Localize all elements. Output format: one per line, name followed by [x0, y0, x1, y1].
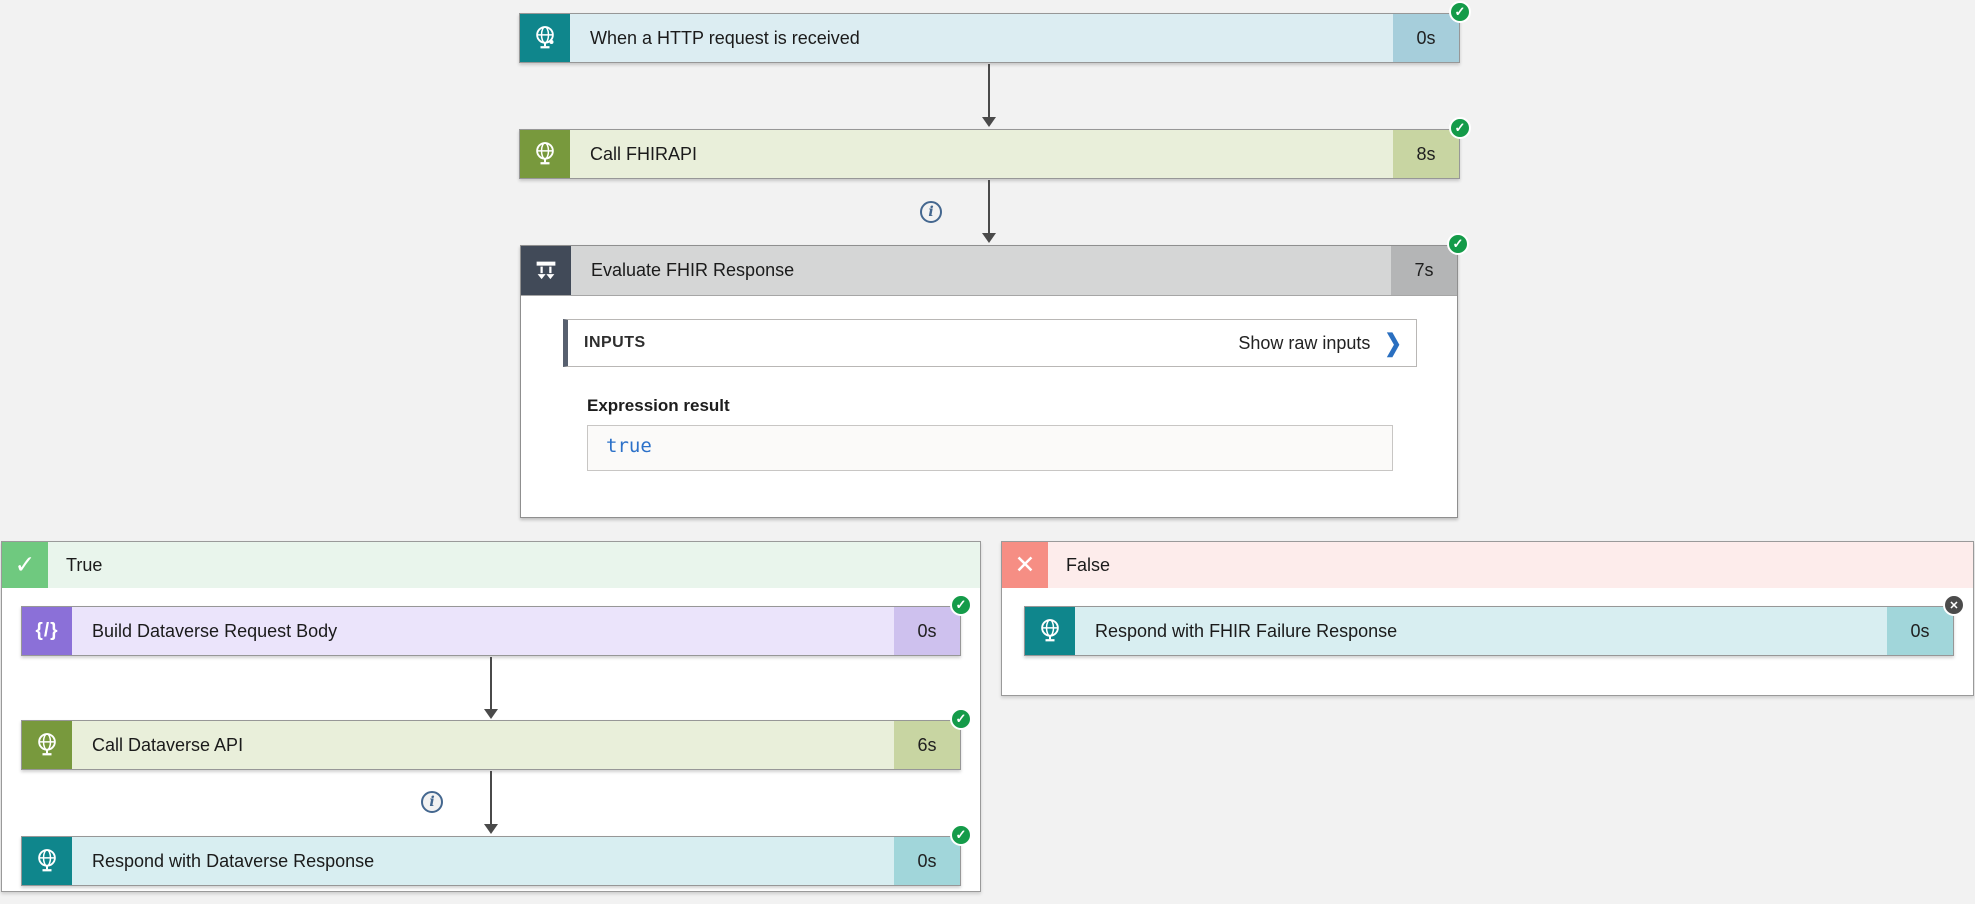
connector-arrow [484, 657, 498, 719]
trigger-success-icon: ✓ [1449, 1, 1471, 23]
chevron-right-icon: ❯ [1384, 329, 1402, 357]
condition-icon [521, 246, 571, 295]
expression-result-value: true [606, 435, 652, 457]
info-icon[interactable]: i [920, 201, 942, 223]
trigger-title: When a HTTP request is received [590, 27, 860, 48]
true-branch-label: True [66, 554, 103, 575]
connector-arrow [484, 771, 498, 834]
action-success-icon: ✓ [950, 708, 972, 730]
trigger-when-http-request-received[interactable]: When a HTTP request is received 0s ✓ [519, 1, 1471, 63]
http-request-trigger-icon [520, 14, 570, 62]
action-duration-badge: 0s [1887, 607, 1953, 655]
action-respond-with-fhir-failure-response[interactable]: Respond with FHIR Failure Response 0s ✕ [1024, 594, 1965, 656]
http-response-icon [22, 837, 72, 885]
action-build-dataverse-request-body[interactable]: {/} Build Dataverse Request Body 0s ✓ [21, 594, 972, 656]
action-call-fhirapi[interactable]: Call FHIRAPI 8s ✓ [519, 117, 1471, 179]
condition-header[interactable]: Evaluate FHIR Response 7s ✓ [521, 233, 1469, 296]
show-raw-inputs-link[interactable]: Show raw inputs ❯ [1238, 329, 1402, 357]
http-action-icon [22, 721, 72, 769]
action-success-icon: ✓ [1449, 117, 1471, 139]
connector-arrow [982, 180, 996, 243]
false-branch-header[interactable]: ✕ False [1002, 542, 1973, 588]
action-duration-badge: 8s [1393, 130, 1459, 178]
action-skipped-icon: ✕ [1943, 594, 1965, 616]
false-branch-label: False [1066, 554, 1111, 575]
info-icon[interactable]: i [421, 791, 443, 813]
compose-icon: {/} [22, 607, 72, 655]
condition-duration-badge: 7s [1391, 246, 1457, 295]
expression-result-box: true [587, 425, 1393, 471]
action-duration-badge: 0s [894, 607, 960, 655]
false-branch-container: ✕ False Respond with FHIR Failure Respon… [1001, 541, 1974, 696]
true-branch-header[interactable]: ✓ True [2, 542, 980, 588]
http-response-icon [1025, 607, 1075, 655]
true-check-icon: ✓ [2, 542, 48, 588]
action-respond-with-dataverse-response[interactable]: Respond with Dataverse Response 0s ✓ [21, 824, 972, 886]
http-action-icon [520, 130, 570, 178]
show-raw-inputs-label: Show raw inputs [1238, 332, 1371, 353]
connector-arrow [982, 64, 996, 127]
action-success-icon: ✓ [950, 824, 972, 846]
action-success-icon: ✓ [950, 594, 972, 616]
trigger-duration-badge: 0s [1393, 14, 1459, 62]
true-branch-container: ✓ True {/} Build Dataverse Request Body … [1, 541, 981, 892]
action-title: Build Dataverse Request Body [92, 620, 338, 641]
action-call-dataverse-api[interactable]: Call Dataverse API 6s ✓ [21, 708, 972, 770]
condition-title: Evaluate FHIR Response [591, 260, 795, 280]
condition-evaluate-fhir-response[interactable]: Evaluate FHIR Response 7s ✓ INPUTS Show … [520, 233, 1469, 518]
inputs-label: INPUTS [584, 334, 646, 351]
condition-success-icon: ✓ [1447, 233, 1469, 255]
action-duration-badge: 0s [894, 837, 960, 885]
action-title: Respond with FHIR Failure Response [1095, 620, 1398, 641]
action-duration-badge: 6s [894, 721, 960, 769]
inputs-panel: INPUTS Show raw inputs ❯ [563, 319, 1417, 367]
action-title: Call FHIRAPI [590, 143, 698, 164]
expression-result-label: Expression result [587, 396, 730, 415]
false-cross-icon: ✕ [1002, 542, 1048, 588]
action-title: Respond with Dataverse Response [92, 850, 375, 871]
action-title: Call Dataverse API [92, 734, 244, 755]
